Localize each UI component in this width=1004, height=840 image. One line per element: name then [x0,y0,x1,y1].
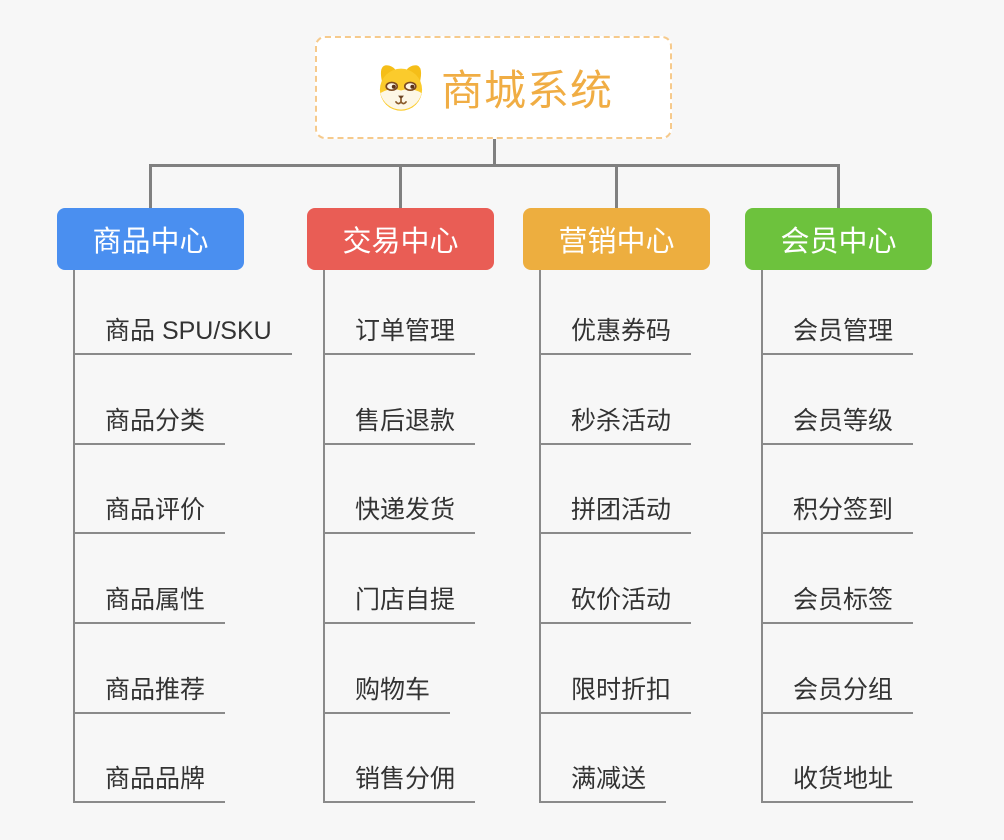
leaf-node[interactable]: 门店自提 [323,583,476,624]
branch-node-member-center[interactable]: 会员中心 [745,208,932,270]
leaf-node[interactable]: 会员分组 [761,673,914,714]
leaf-node[interactable]: 限时折扣 [539,673,692,714]
branch-product-center: 商品中心 商品 SPU/SKU 商品分类 商品评价 商品属性 商品推荐 商品品牌 [57,0,317,840]
leaf-node[interactable]: 会员管理 [761,314,914,355]
branch-trunk [73,270,75,803]
connector-root-stem [493,139,496,165]
branch-label: 营销中心 [558,226,675,258]
leaf-node[interactable]: 砍价活动 [539,583,692,624]
connector-drop [149,164,152,208]
leaf-node[interactable]: 会员等级 [761,404,914,445]
leaf-node[interactable]: 秒杀活动 [539,404,692,445]
leaf-node[interactable]: 满减送 [539,762,667,803]
leaf-node[interactable]: 订单管理 [323,314,476,355]
leaf-node[interactable]: 商品属性 [73,583,226,624]
leaf-node[interactable]: 积分签到 [761,493,914,534]
leaf-node[interactable]: 商品 SPU/SKU [73,314,292,355]
branch-trunk [539,270,541,803]
leaf-node[interactable]: 拼团活动 [539,493,692,534]
leaf-node[interactable]: 收货地址 [761,762,914,803]
branch-trade-center: 交易中心 订单管理 售后退款 快递发货 门店自提 购物车 销售分佣 [307,0,567,840]
leaf-node[interactable]: 商品分类 [73,404,226,445]
branch-trunk [761,270,763,803]
leaf-node[interactable]: 购物车 [323,673,451,714]
connector-drop [837,164,840,208]
connector-horizontal [149,164,840,167]
branch-label: 交易中心 [342,226,459,258]
branch-label: 会员中心 [780,226,897,258]
dog-face-icon [379,64,423,111]
leaf-node[interactable]: 快递发货 [323,493,476,534]
connector-drop [615,164,618,208]
branch-marketing-center: 营销中心 优惠券码 秒杀活动 拼团活动 砍价活动 限时折扣 满减送 [523,0,783,840]
leaf-node[interactable]: 销售分佣 [323,762,476,803]
leaf-node[interactable]: 商品品牌 [73,762,226,803]
branch-trunk [323,270,325,803]
leaf-node[interactable]: 售后退款 [323,404,476,445]
leaf-node[interactable]: 商品推荐 [73,673,226,714]
root-title: 商城系统 [440,67,613,114]
branch-label: 商品中心 [92,226,209,258]
branch-node-trade-center[interactable]: 交易中心 [307,208,494,270]
branch-node-product-center[interactable]: 商品中心 [57,208,244,270]
leaf-node[interactable]: 商品评价 [73,493,226,534]
branch-member-center: 会员中心 会员管理 会员等级 积分签到 会员标签 会员分组 收货地址 [745,0,1004,840]
leaf-node[interactable]: 优惠券码 [539,314,692,355]
connector-drop [399,164,402,208]
leaf-node[interactable]: 会员标签 [761,583,914,624]
root-node[interactable]: 商城系统 [315,36,672,139]
branch-node-marketing-center[interactable]: 营销中心 [523,208,710,270]
